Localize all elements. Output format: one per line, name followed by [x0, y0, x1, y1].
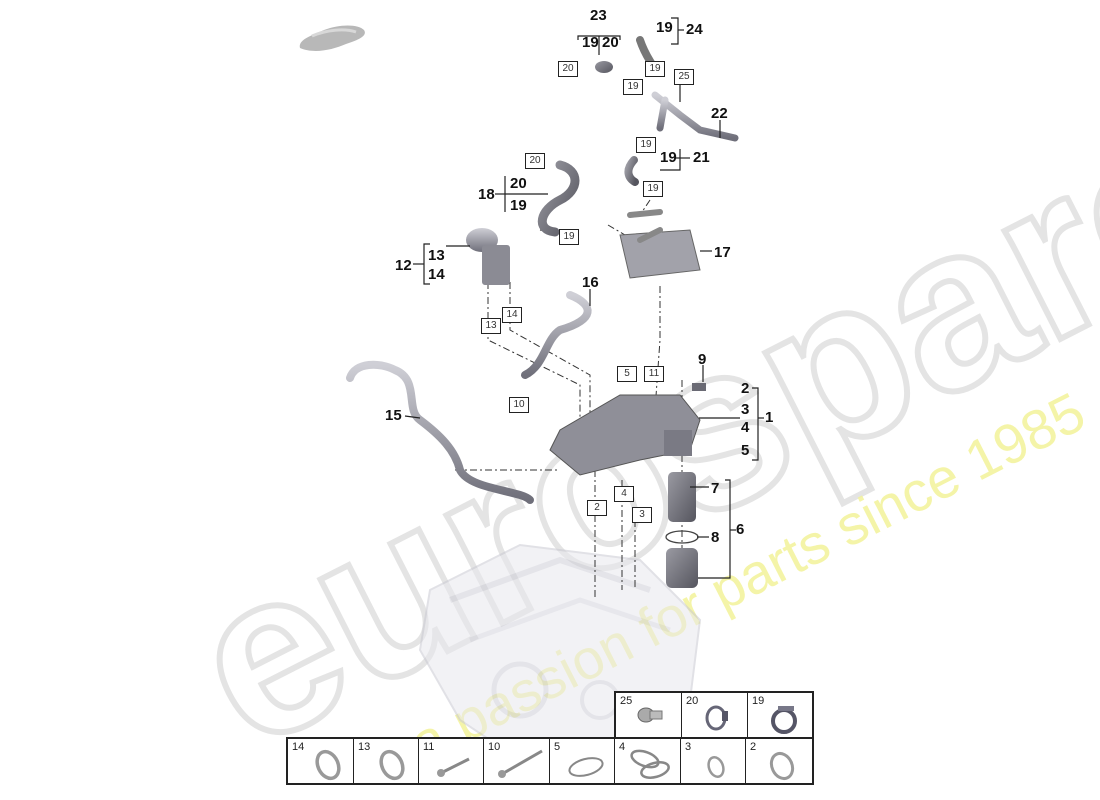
double-gasket-icon — [630, 749, 670, 779]
oil-filter-module-1 — [549, 394, 701, 476]
callout-18[interactable]: 18 — [478, 186, 495, 203]
o-ring-icon — [315, 749, 341, 781]
hose-clamp-icon — [705, 705, 728, 731]
boxed-ref-4[interactable]: 4 — [614, 486, 634, 502]
legend-number: 19 — [752, 695, 765, 707]
legend-cell-11[interactable]: 11 — [418, 738, 484, 784]
bolt-icon — [437, 757, 470, 777]
boxed-ref-10[interactable]: 10 — [509, 397, 529, 413]
callout-16[interactable]: 16 — [582, 274, 599, 291]
boxed-ref-13[interactable]: 13 — [481, 318, 501, 334]
legend-cell-4[interactable]: 4 — [614, 738, 681, 784]
hose-21 — [624, 156, 639, 186]
spring-clamp-icon — [771, 706, 797, 734]
callout-2[interactable]: 2 — [741, 380, 750, 397]
legend-cell-19[interactable]: 19 — [747, 692, 813, 740]
small-seal-ring-icon — [707, 756, 725, 778]
boxed-ref-14[interactable]: 14 — [502, 307, 522, 323]
callout-8[interactable]: 8 — [711, 529, 720, 546]
coolant-pipe-22 — [636, 36, 739, 142]
legend-number: 20 — [686, 695, 699, 707]
boxed-ref-25[interactable]: 25 — [674, 69, 694, 85]
hose-18 — [538, 160, 580, 237]
legend-number: 2 — [750, 741, 757, 753]
filter-element-7 — [668, 472, 696, 522]
car-silhouette-icon — [299, 25, 365, 51]
hose-16 — [521, 291, 592, 379]
legend-cell-25[interactable]: 25 — [615, 692, 682, 740]
long-bolt-icon — [498, 749, 543, 778]
legend-cell-14[interactable]: 14 — [287, 738, 354, 784]
callout-20[interactable]: 20 — [602, 34, 619, 51]
legend-cell-13[interactable]: 13 — [353, 738, 419, 784]
hardware-legend-top: 25 20 19 — [614, 691, 814, 741]
boxed-ref-3[interactable]: 3 — [632, 507, 652, 523]
callout-13[interactable]: 13 — [428, 247, 445, 264]
boxed-ref-19[interactable]: 19 — [645, 61, 665, 77]
legend-number: 14 — [292, 741, 305, 753]
callout-22[interactable]: 22 — [711, 105, 728, 122]
legend-number: 13 — [358, 741, 371, 753]
callout-6[interactable]: 6 — [736, 521, 745, 538]
callout-19[interactable]: 19 — [582, 34, 599, 51]
legend-number: 25 — [620, 695, 633, 707]
callout-15[interactable]: 15 — [385, 407, 402, 424]
callout-17[interactable]: 17 — [714, 244, 731, 261]
gasket-icon — [568, 757, 604, 777]
legend-number: 4 — [619, 741, 626, 753]
callout-14[interactable]: 14 — [428, 266, 445, 283]
callout-19[interactable]: 19 — [660, 149, 677, 166]
legend-number: 3 — [685, 741, 692, 753]
legend-cell-3[interactable]: 3 — [680, 738, 746, 784]
oil-filter-housing-12 — [466, 228, 510, 285]
hardware-legend-bottom: 14 13 11 10 5 4 3 2 — [286, 737, 814, 785]
seal-ring-icon — [769, 751, 795, 781]
callout-9[interactable]: 9 — [698, 351, 707, 368]
callout-12[interactable]: 12 — [395, 257, 412, 274]
boxed-ref-20[interactable]: 20 — [558, 61, 578, 77]
o-ring-icon — [379, 749, 405, 781]
legend-cell-10[interactable]: 10 — [483, 738, 550, 784]
bolt-icon — [637, 707, 663, 723]
callout-3[interactable]: 3 — [741, 401, 750, 418]
callout-5[interactable]: 5 — [741, 442, 750, 459]
legend-number: 10 — [488, 741, 501, 753]
callout-7[interactable]: 7 — [711, 480, 720, 497]
callout-23[interactable]: 23 — [590, 7, 607, 24]
boxed-ref-19[interactable]: 19 — [636, 137, 656, 153]
callout-19[interactable]: 19 — [510, 197, 527, 214]
callout-1[interactable]: 1 — [765, 409, 774, 426]
sensor-9 — [692, 383, 706, 391]
filter-cap — [666, 548, 698, 588]
boxed-ref-19[interactable]: 19 — [643, 181, 663, 197]
legend-cell-5[interactable]: 5 — [549, 738, 615, 784]
pipe-15 — [346, 360, 534, 504]
boxed-ref-2[interactable]: 2 — [587, 500, 607, 516]
legend-cell-2[interactable]: 2 — [745, 738, 813, 784]
legend-number: 5 — [554, 741, 561, 753]
callout-20[interactable]: 20 — [510, 175, 527, 192]
boxed-ref-11[interactable]: 11 — [644, 366, 664, 382]
callout-21[interactable]: 21 — [693, 149, 710, 166]
clamp-19-20 — [595, 61, 613, 73]
oil-cooler-17 — [619, 209, 701, 279]
legend-number: 11 — [423, 741, 435, 753]
callout-4[interactable]: 4 — [741, 419, 750, 436]
legend-cell-20[interactable]: 20 — [681, 692, 748, 740]
boxed-ref-19[interactable]: 19 — [623, 79, 643, 95]
boxed-ref-19[interactable]: 19 — [559, 229, 579, 245]
callout-24[interactable]: 24 — [686, 21, 703, 38]
callout-19[interactable]: 19 — [656, 19, 673, 36]
boxed-ref-5[interactable]: 5 — [617, 366, 637, 382]
boxed-ref-20[interactable]: 20 — [525, 153, 545, 169]
